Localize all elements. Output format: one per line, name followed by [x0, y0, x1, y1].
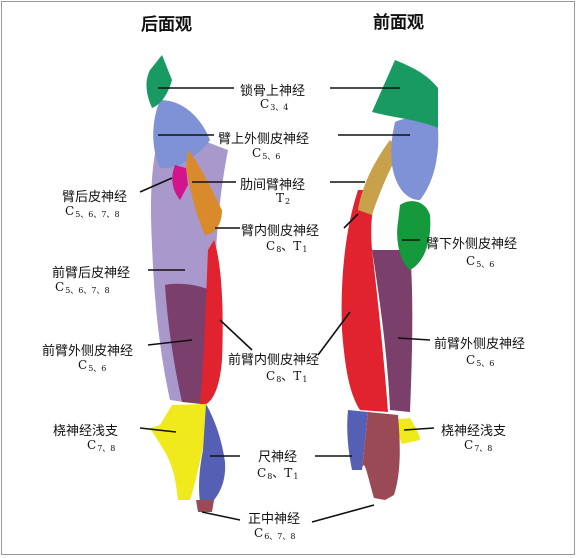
back-magenta-patch [172, 165, 188, 200]
segment-lower-lateral-brachial: C5、6 [466, 254, 495, 269]
label-ulnar: 尺神经 [258, 450, 298, 465]
back-supraclavicular-region [146, 55, 172, 108]
label-upper-lateral-brachial: 臂上外侧皮神经 [218, 132, 310, 147]
front-view-title: 前面观 [373, 13, 424, 33]
segment-ulnar: C8、T1 [257, 466, 299, 481]
label-posterior-brachial: 臂后皮神经 [62, 190, 128, 205]
front-ulnar-hand [347, 410, 368, 470]
label-median: 正中神经 [248, 512, 301, 527]
back-intercostobrachial-region [186, 150, 222, 235]
label-intercostobrachial: 肋间臂神经 [240, 178, 306, 193]
back-median-fingertips [196, 500, 214, 512]
segment-posterior-brachial: C5、6、7、8 [65, 204, 120, 219]
segment-lateral-antebrachial-back: C5、6 [78, 358, 107, 373]
label-lateral-antebrachial-back: 前臂外侧皮神经 [42, 344, 134, 359]
front-median-hand [362, 412, 400, 500]
front-lateral-antebrachial-region [372, 250, 413, 412]
front-superficial-radial-hand [392, 418, 420, 444]
label-superficial-radial-front: 桡神经浅支 [441, 424, 507, 439]
segment-intercostobrachial: T2 [276, 191, 291, 206]
segment-superficial-radial-back: C7、8 [87, 438, 116, 453]
segment-medial-antebrachial: C8、T1 [266, 369, 308, 384]
segment-median: C6、7、8 [254, 526, 296, 541]
back-view-arm [146, 55, 228, 512]
back-medial-antebrachial-region [200, 240, 223, 404]
back-superficial-radial-hand [150, 404, 206, 500]
label-lower-lateral-brachial: 臂下外侧皮神经 [426, 237, 518, 252]
label-lateral-antebrachial-front: 前臂外侧皮神经 [434, 337, 526, 352]
front-medial-antebrachial-region [341, 190, 388, 412]
label-supraclavicular: 锁骨上神经 [240, 84, 306, 99]
label-superficial-radial-back: 桡神经浅支 [53, 424, 119, 439]
back-view-title: 后面观 [141, 15, 192, 35]
segment-posterior-antebrachial: C5、6、7、8 [55, 280, 110, 295]
front-medial-brachial-region [358, 140, 400, 215]
label-posterior-antebrachial: 前臂后皮神经 [52, 266, 131, 281]
back-lateral-antebrachial-region [165, 283, 210, 404]
label-medial-antebrachial: 前臂内侧皮神经 [228, 353, 320, 368]
segment-lateral-antebrachial-front: C5、6 [466, 353, 495, 368]
segment-superficial-radial-front: C7、8 [464, 438, 493, 453]
front-upper-lateral-brachial-region [391, 118, 439, 200]
front-supraclavicular-region [372, 60, 438, 128]
leader-lines [139, 87, 435, 523]
front-view-arm [341, 60, 439, 500]
segment-upper-lateral-brachial: C5、6 [252, 146, 281, 161]
back-upper-lateral-brachial-region [153, 100, 210, 169]
segment-supraclavicular: C3、4 [260, 97, 289, 112]
front-lower-lateral-brachial-region [397, 201, 431, 270]
segment-medial-brachial: C8、T1 [266, 239, 308, 254]
label-medial-brachial: 臂内侧皮神经 [241, 224, 320, 239]
back-ulnar-hand [199, 404, 226, 502]
